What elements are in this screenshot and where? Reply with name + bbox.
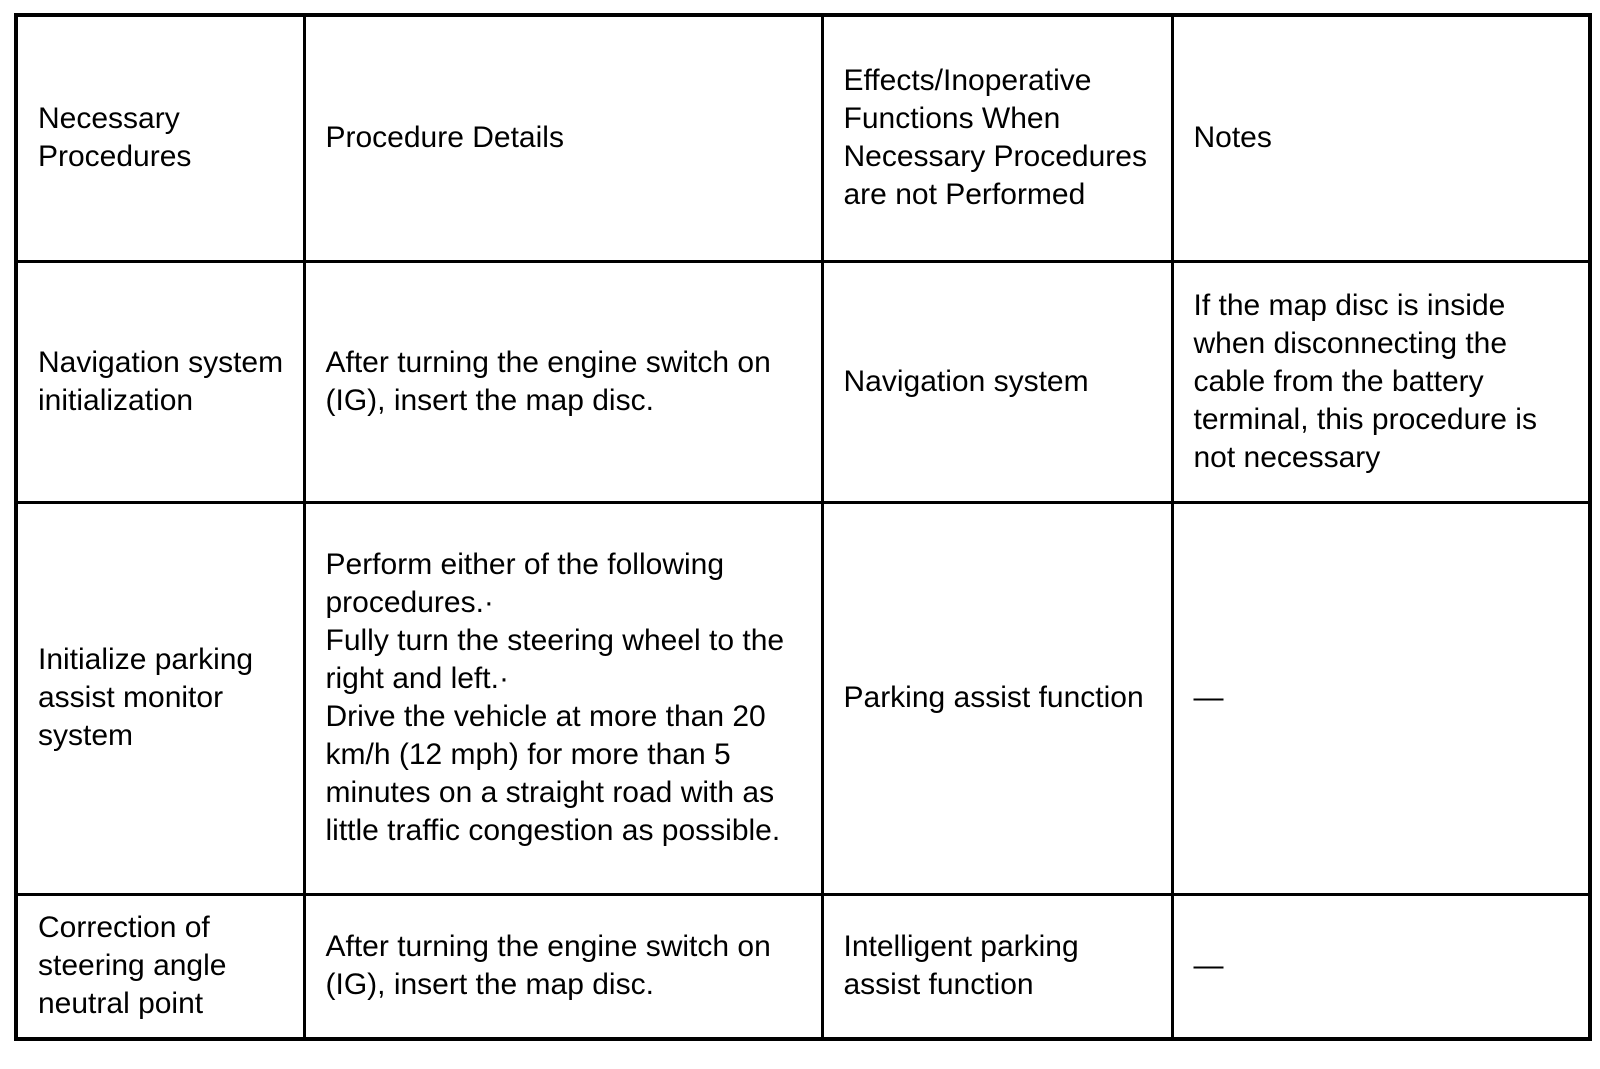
header-procedure-details: Procedure Details <box>302 13 824 263</box>
cell-procedure: Correction of steering angle neutral poi… <box>14 892 306 1041</box>
procedures-table: Necessary Procedures Procedure Details E… <box>14 13 1592 1041</box>
cell-notes: If the map disc is inside when disconnec… <box>1170 259 1592 504</box>
cell-notes: — <box>1170 892 1592 1041</box>
cell-procedure: Navigation system initialization <box>14 259 306 504</box>
cell-effects: Intelligent parking assist function <box>820 892 1174 1041</box>
header-effects-inoperative-functions: Effects/Inoperative Functions When Neces… <box>820 13 1174 263</box>
cell-effects: Navigation system <box>820 259 1174 504</box>
cell-effects: Parking assist function <box>820 500 1174 896</box>
table-row-correction-steering-angle: Correction of steering angle neutral poi… <box>14 892 1592 1041</box>
header-row: Necessary Procedures Procedure Details E… <box>14 13 1592 263</box>
cell-notes: — <box>1170 500 1592 896</box>
cell-details: After turning the engine switch on (IG),… <box>302 259 824 504</box>
cell-details: After turning the engine switch on (IG),… <box>302 892 824 1041</box>
header-necessary-procedures: Necessary Procedures <box>14 13 306 263</box>
cell-procedure: Initialize parking assist monitor system <box>14 500 306 896</box>
table-row-navigation-system-initialization: Navigation system initialization After t… <box>14 259 1592 504</box>
header-notes: Notes <box>1170 13 1592 263</box>
table-row-initialize-parking-assist-monitor: Initialize parking assist monitor system… <box>14 500 1592 896</box>
cell-details: Perform either of the following procedur… <box>302 500 824 896</box>
